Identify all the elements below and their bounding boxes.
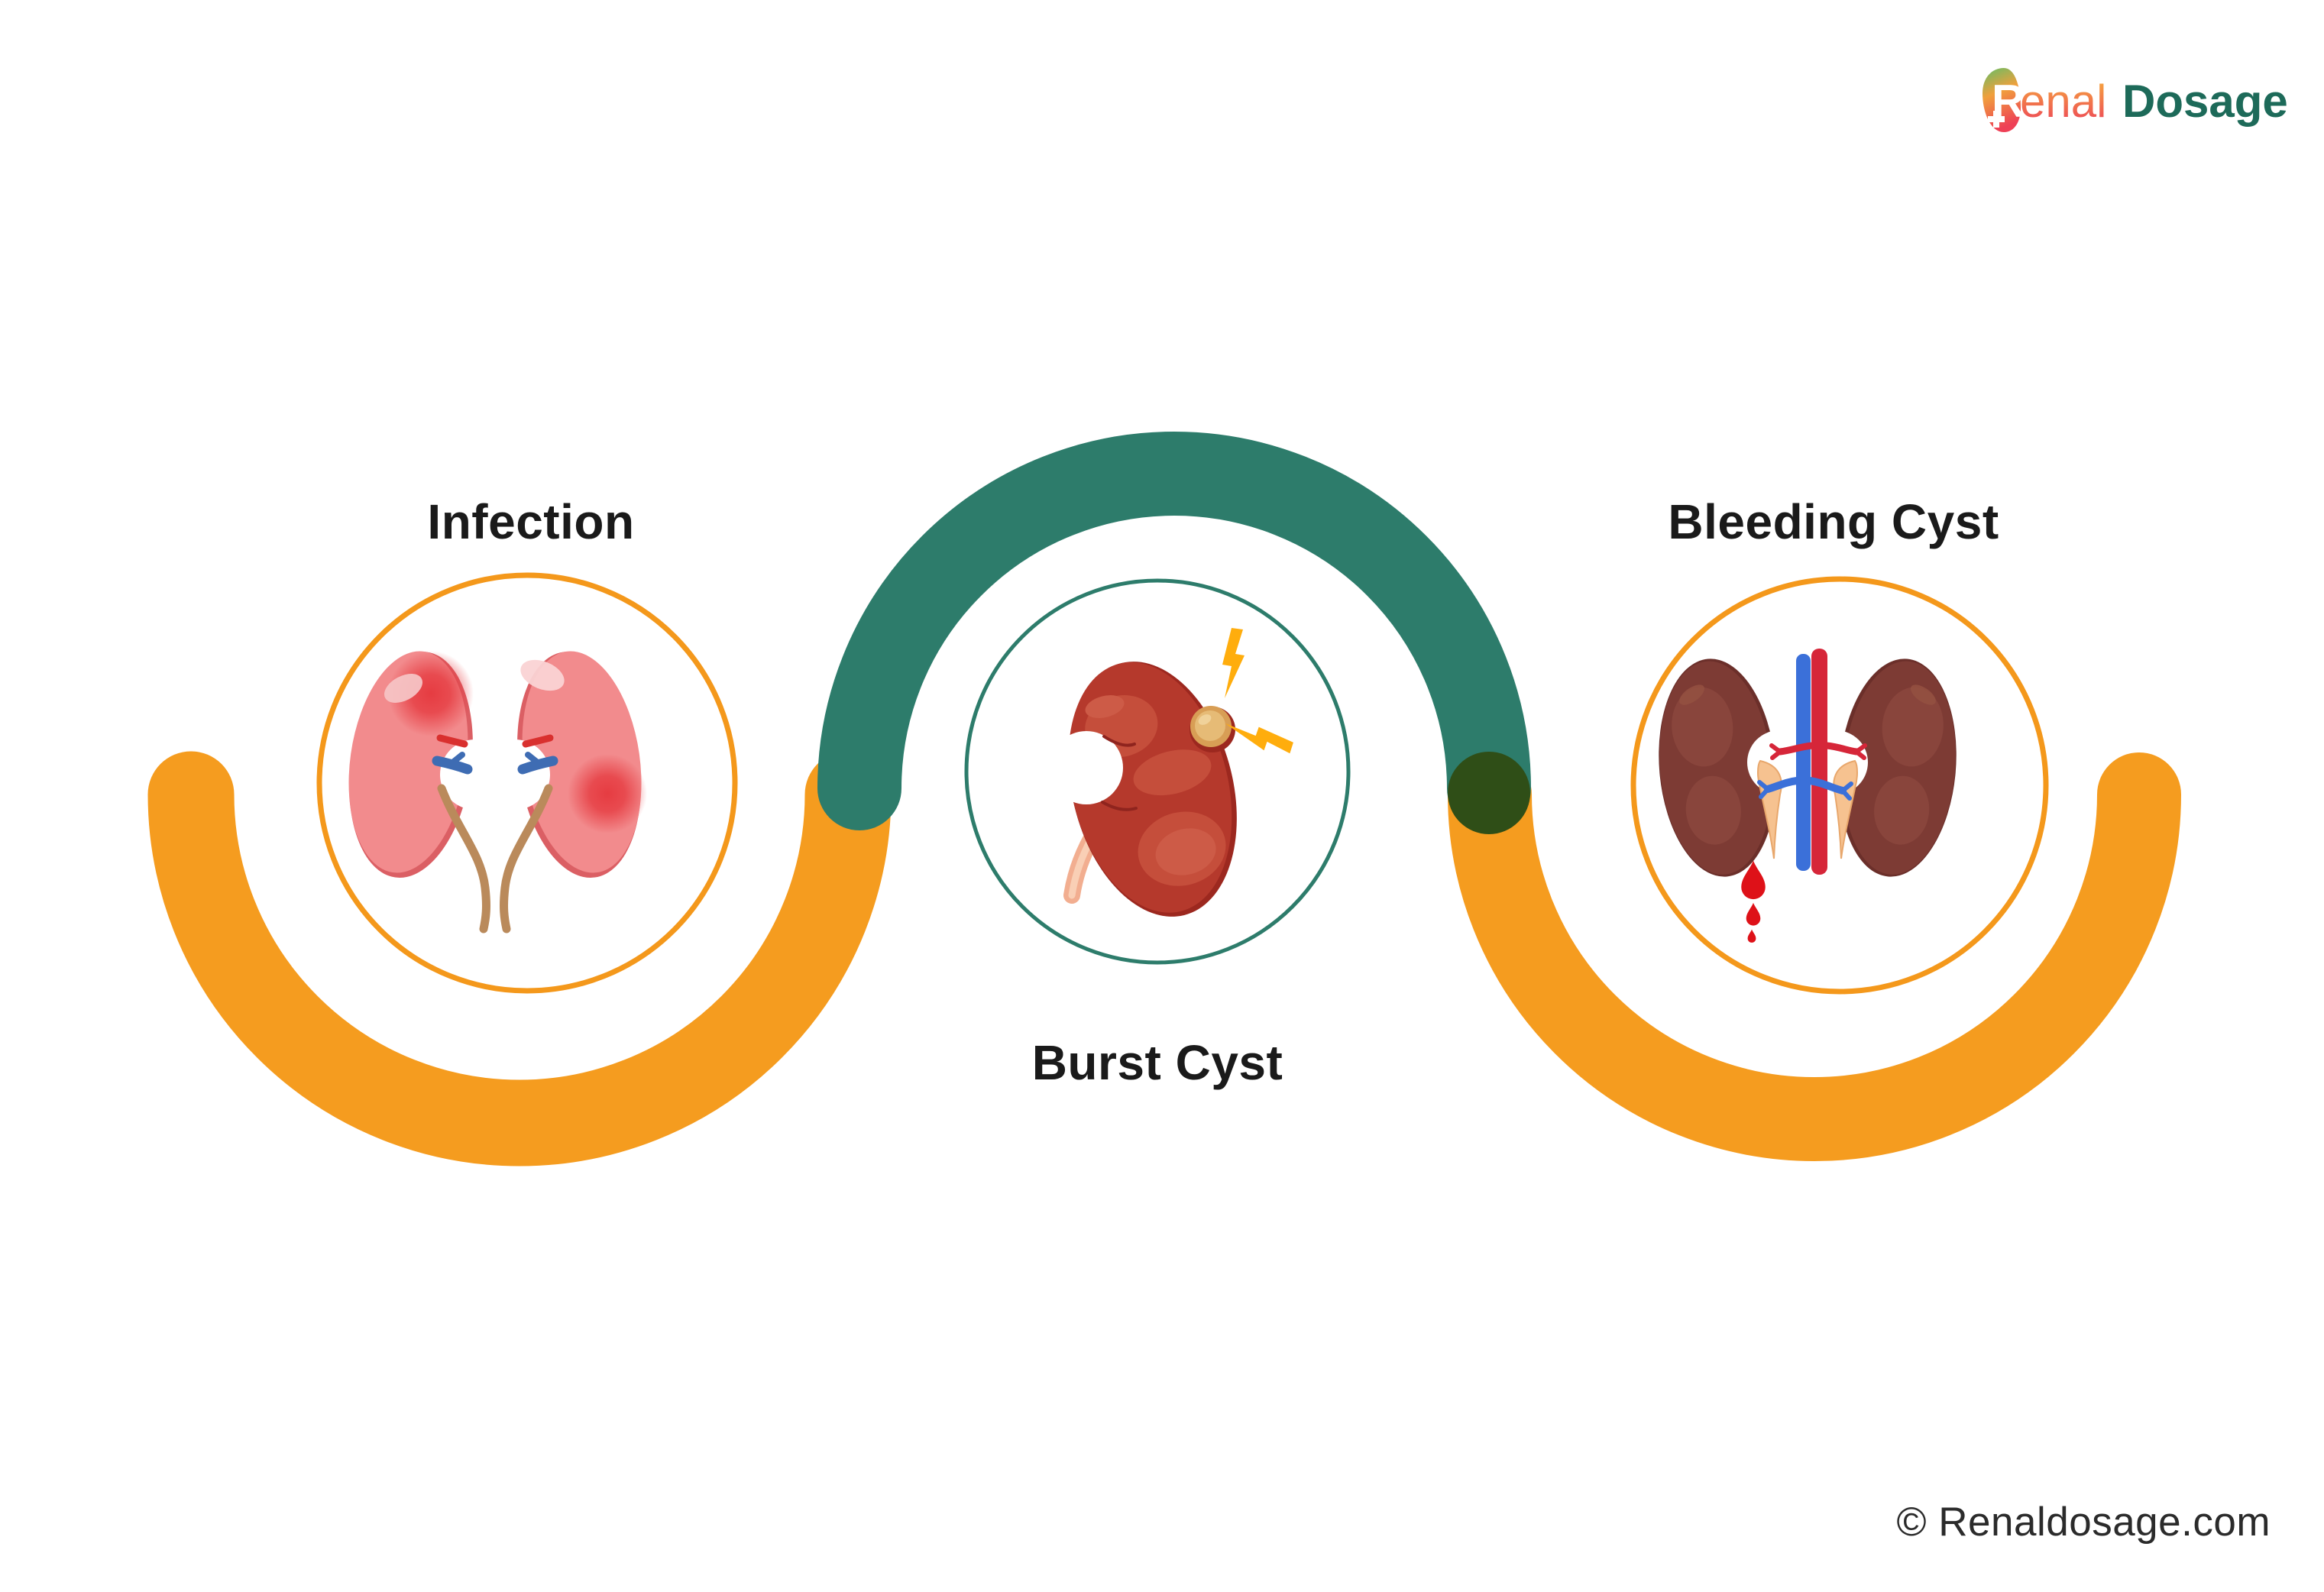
infection-label: Infection [427, 494, 635, 549]
aorta [1811, 649, 1827, 875]
left-kidney [1659, 658, 1776, 877]
ureter [500, 784, 553, 934]
copyright-text: © Renaldosage.com [1896, 1500, 2271, 1545]
right-kidney [1839, 658, 1957, 877]
brand-logo: R enal Dosage [1980, 66, 2309, 139]
infected-kidneys-illustration [348, 651, 647, 934]
infection-spot [388, 651, 474, 736]
ribbon-arch-center [817, 432, 1531, 830]
plus-icon [1988, 111, 2005, 128]
logo-word-dosage: Dosage [2122, 76, 2288, 127]
logo-initial: R [1992, 76, 2025, 127]
bleeding-cyst-label: Bleeding Cyst [1668, 494, 1999, 549]
ribbon-arc-right [1448, 752, 2181, 1161]
burst-cyst-label: Burst Cyst [1031, 1035, 1283, 1090]
bleeding-kidneys-illustration [1659, 649, 1957, 943]
logo-name-rest: enal [2020, 76, 2107, 127]
vena-cava [1796, 654, 1811, 871]
infection-spot [568, 754, 647, 833]
ureter [437, 784, 490, 934]
ribbon-junction-dot [1448, 752, 1530, 834]
burst-cyst-kidney-illustration [1050, 628, 1295, 917]
renal-artery [436, 734, 468, 748]
renal-artery [522, 734, 554, 748]
kidney-bean-logo-icon [1983, 68, 2021, 132]
ribbon-arc-left [147, 751, 892, 1166]
